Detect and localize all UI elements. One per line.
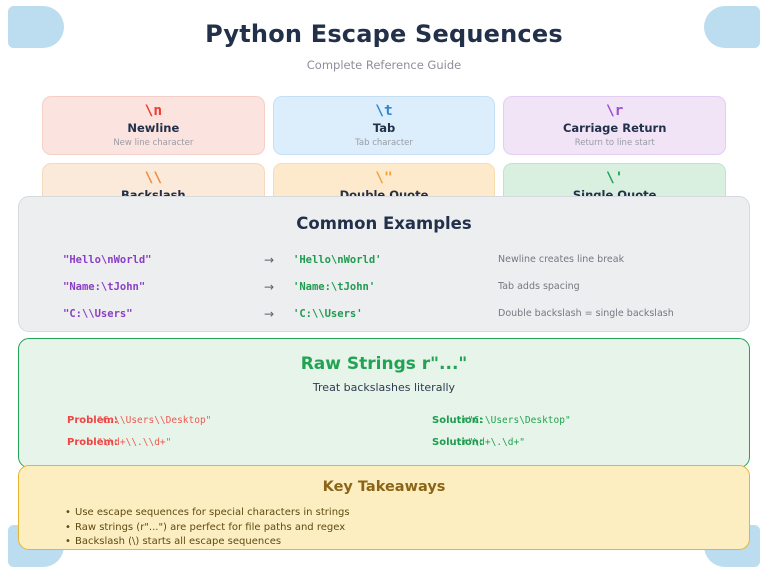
takeaway-text: Use escape sequences for special charact… [75,507,350,518]
corner-decoration-top-left [8,6,64,48]
example-note: Double backslash = single backslash [498,308,674,319]
key-takeaways-panel: Key Takeaways • Use escape sequences for … [18,465,750,550]
escape-card-code: \\ [144,169,163,186]
page-subtitle: Complete Reference Guide [306,58,462,72]
example-row: "C:\\Users" → 'C:\\Users' Double backslash … [19,303,749,324]
raw-strings-panel: Raw Strings r"..." Treat backslashes lit… [18,338,750,468]
raw-string-problem-label: Problem: [67,414,118,426]
escape-card-code: \r [605,102,624,119]
example-input: "Name:\tJohn" [63,280,146,293]
escape-card-code: \n [144,102,163,119]
raw-string-solution-code: r"C:\Users\Desktop" [462,414,571,426]
takeaway-item: • Raw strings (r"...") are perfect for fi… [65,521,749,536]
raw-strings-grid: Problem:"C:\\Users\\Desktop"Problem:"\\d… [19,411,749,455]
raw-string-solution-code: r"\d+\.\d+" [462,436,525,448]
escape-card-name: Tab [372,120,396,135]
takeaway-text: Backslash (\) starts all escape sequence… [75,536,282,547]
example-row: "Name:\tJohn" → 'Name:\tJohn' Tab adds spac… [19,276,749,297]
example-arrow-icon: → [263,252,275,267]
bullet-icon: • [65,521,71,533]
key-takeaways-title: Key Takeaways [322,479,446,495]
raw-string-problem-line: Problem:"\\d+\\.\\d+" [19,433,384,451]
example-output: 'C:\\Users' [293,307,363,320]
key-takeaways-list: • Use escape sequences for special charac… [19,506,749,550]
corner-decoration-top-right [704,6,760,48]
example-note: Tab adds spacing [498,281,580,292]
raw-string-problem-code: "\\d+\\.\\d+" [97,436,172,448]
common-examples-title: Common Examples [296,214,472,233]
common-examples-panel: Common Examples "Hello\nWorld" → 'Hello\nW… [18,196,750,332]
example-arrow-icon: → [263,306,275,321]
raw-string-problem-line: Problem:"C:\\Users\\Desktop" [19,411,384,429]
escape-card-code: \' [605,169,624,186]
raw-string-solution-line: Solution:r"C:\Users\Desktop" [384,411,749,429]
example-arrow-icon: → [263,279,275,294]
example-row: "Hello\nWorld" → 'Hello\nWorld' Newline cre… [19,249,749,270]
raw-string-solution-line: Solution:r"\d+\.\d+" [384,433,749,451]
example-input: "C:\\Users" [63,307,133,320]
example-input: "Hello\nWorld" [63,253,152,266]
bullet-icon: • [65,536,71,547]
common-examples-rows: "Hello\nWorld" → 'Hello\nWorld' Newline cre… [19,249,749,324]
escape-card-description: Tab character [355,137,413,148]
page-title: Python Escape Sequences [205,20,563,48]
example-note: Newline creates line break [498,254,625,265]
escape-card-code: \t [375,102,393,119]
page-header: Python Escape Sequences Complete Referen… [0,18,768,73]
raw-strings-solution-column: Solution:r"C:\Users\Desktop"Solution:r"\… [384,411,749,455]
raw-strings-subtitle: Treat backslashes literally [312,381,456,394]
takeaway-item: • Use escape sequences for special charac… [65,506,749,521]
raw-string-problem-code: "C:\\Users\\Desktop" [97,414,212,426]
escape-card-description: Return to line start [574,137,655,148]
raw-string-problem-label: Problem: [67,436,118,448]
escape-card-code: \" [375,169,393,186]
bullet-icon: • [65,507,71,518]
raw-strings-problem-column: Problem:"C:\\Users\\Desktop"Problem:"\\d… [19,411,384,455]
raw-strings-title: Raw Strings r"..." [300,354,468,374]
escape-card-name: Newline [127,120,180,135]
takeaway-text: Raw strings (r"...") are perfect for fil… [75,521,346,533]
takeaway-item: • Backslash (\) starts all escape sequenc… [65,535,749,550]
escape-card-description: New line character [113,137,194,148]
example-output: 'Name:\tJohn' [293,280,376,293]
example-output: 'Hello\nWorld' [293,253,382,266]
escape-card-name: Carriage Return [562,120,667,135]
raw-string-solution-label: Solution: [432,414,483,426]
raw-string-solution-label: Solution: [432,436,483,448]
